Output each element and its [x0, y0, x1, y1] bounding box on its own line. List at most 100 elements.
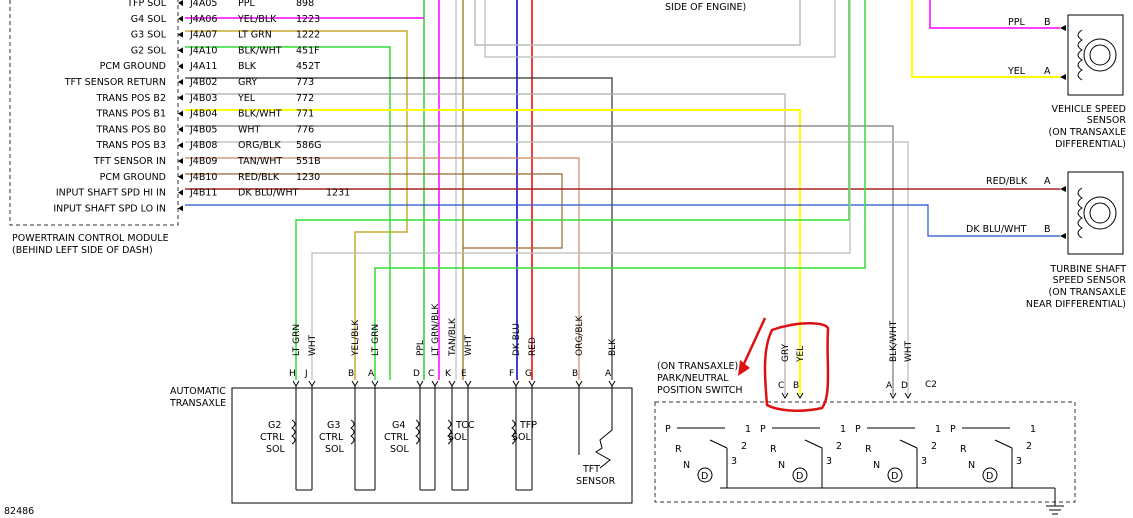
vss-wire1: PPL	[1008, 17, 1025, 28]
pcm-row-name: G4 SOL	[131, 14, 167, 25]
wire-dkbluwht	[185, 204, 1060, 237]
pcm-row-pin: J4A11	[189, 61, 217, 72]
solenoid-label: SOL	[266, 444, 286, 455]
pns-wire-color: WHT	[904, 340, 914, 362]
wire-b2-yel	[185, 109, 801, 395]
transaxle-wire-pin: C	[428, 369, 434, 379]
transaxle-wire-pin: D	[413, 369, 420, 379]
wire-tft-gry	[185, 93, 786, 395]
solenoid-label: SOL	[325, 444, 345, 455]
park-neutral-position-switch: (ON TRANSAXLE) PARK/NEUTRAL POSITION SWI…	[654, 320, 1076, 515]
pcm-row-name: G2 SOL	[131, 45, 167, 56]
solenoid-label: SOL	[448, 432, 468, 443]
transaxle-wire-color: PPL	[416, 340, 426, 356]
pcm-row-connector	[178, 31, 183, 38]
switch-label: R	[865, 444, 872, 455]
pcm-row-circuit: 776	[296, 124, 314, 135]
pcm-row-name: TRANS POS B2	[96, 93, 167, 104]
transaxle-pin-mark	[431, 380, 439, 387]
transaxle-label: AUTOMATIC	[170, 386, 226, 397]
switch-label: N	[683, 460, 690, 471]
pcm-row-pin: J4B08	[189, 140, 217, 151]
pcm-row-circuit: 452T	[296, 61, 320, 72]
tss-wire2: DK BLU/WHT	[966, 224, 1027, 235]
pns-wire-color: GRY	[781, 343, 791, 362]
pcm-row-connector	[178, 79, 183, 85]
pcm-row-pin: J4A07	[189, 30, 217, 41]
pcm-row-color: BLK/WHT	[238, 109, 282, 120]
transaxle-wire-pin: J	[304, 369, 308, 379]
pcm-row-circuit: 1222	[296, 30, 320, 41]
transaxle-pin-mark	[351, 380, 359, 387]
transaxle-pin-mark	[416, 380, 424, 387]
turbine-shaft-speed-sensor: RED/BLK A DK BLU/WHT B TURBINE SHAFT SPE…	[966, 171, 1126, 310]
switch-label: D	[891, 471, 898, 482]
tft-label: TFT	[582, 464, 600, 475]
transaxle-wire-pin: B	[572, 369, 578, 379]
annotation-arrow	[740, 317, 767, 369]
pcm-row-connector	[178, 0, 183, 6]
transaxle-wire-color: LT GRN	[292, 324, 302, 356]
pcm-row-connector	[178, 205, 183, 212]
transaxle-wire-color: LT GRN/BLK	[431, 303, 441, 356]
wire-tan2-top	[484, 0, 836, 58]
drive-circle	[887, 467, 903, 483]
vehicle-speed-sensor: PPL B YEL A VEHICLE SPEED SENSOR (ON TRA…	[1007, 14, 1127, 150]
tss-label-2: (ON TRANSAXLE	[1049, 287, 1126, 298]
annotation-circle	[763, 322, 830, 412]
wire-b0-wht	[185, 141, 909, 395]
transaxle-label-2: TRANSAXLE	[169, 398, 226, 409]
switch-label: N	[968, 460, 975, 471]
pcm-row-pin: J4B05	[189, 124, 217, 135]
pns-wire-color: YEL	[796, 346, 806, 363]
wire-vss-yel	[911, 0, 1060, 78]
pns-wire-pin: C	[778, 381, 784, 391]
vss-pin2: A	[1044, 66, 1051, 77]
transaxle-wire-color: WHT	[308, 334, 318, 356]
tss-label-3: NEAR DIFFERENTIAL)	[1026, 299, 1126, 310]
solenoid-label: G3	[327, 420, 340, 431]
transaxle-wire-pin: K	[445, 369, 452, 379]
pcm-row-pin: J4B02	[189, 77, 217, 88]
vss-pin1: B	[1044, 17, 1051, 28]
pcm-row-connector	[178, 47, 183, 54]
transaxle-pin-mark	[528, 380, 536, 387]
wire-pcmgnd-blk	[185, 77, 613, 380]
switch-blade	[899, 439, 918, 449]
solenoid-coil	[350, 419, 355, 445]
pcm-row-name: TRANS POS B0	[96, 124, 167, 135]
pcm-row-pin: J4A05	[189, 0, 217, 9]
pcm-row-name: INPUT SHAFT SPD HI IN	[56, 188, 166, 199]
pns-label-1: PARK/NEUTRAL	[657, 373, 729, 384]
solenoid-coil	[291, 419, 296, 445]
wire-tft-tanwht	[185, 173, 563, 249]
tss-wire1: RED/BLK	[986, 176, 1028, 187]
pns-label-2: POSITION SWITCH	[657, 385, 743, 396]
vss-label-1: SENSOR	[1087, 115, 1127, 126]
wire-ltgrn-h	[374, 0, 866, 380]
switch-label: N	[873, 460, 880, 471]
pcm-row-circuit: 586G	[296, 140, 322, 151]
tss-pin2: B	[1044, 224, 1051, 235]
vss-label-3: DIFFERENTIAL)	[1055, 139, 1126, 150]
pcm-row-color: ORG/BLK	[238, 140, 281, 151]
pcm-row-circuit: 1230	[296, 172, 320, 183]
solenoid-coil	[511, 419, 516, 445]
pcm-row-pin: J4A10	[189, 45, 217, 56]
pcm-row-color: YEL/BLK	[237, 14, 277, 25]
pcm-row-pin: J4B04	[189, 109, 217, 120]
pcm-row-color: PPL	[238, 0, 255, 9]
vss-label-0: VEHICLE SPEED	[1052, 104, 1126, 115]
wire-ltgrn-j	[295, 0, 850, 380]
pcm-row-circuit: 771	[296, 109, 314, 120]
pcm-row-name: TRANS POS B1	[96, 109, 167, 120]
solenoid-label: SOL	[512, 432, 532, 443]
transaxle-wire-pin: H	[289, 369, 296, 379]
pcm-location: (BEHIND LEFT SIDE OF DASH)	[12, 245, 153, 256]
switch-label: N	[778, 460, 785, 471]
